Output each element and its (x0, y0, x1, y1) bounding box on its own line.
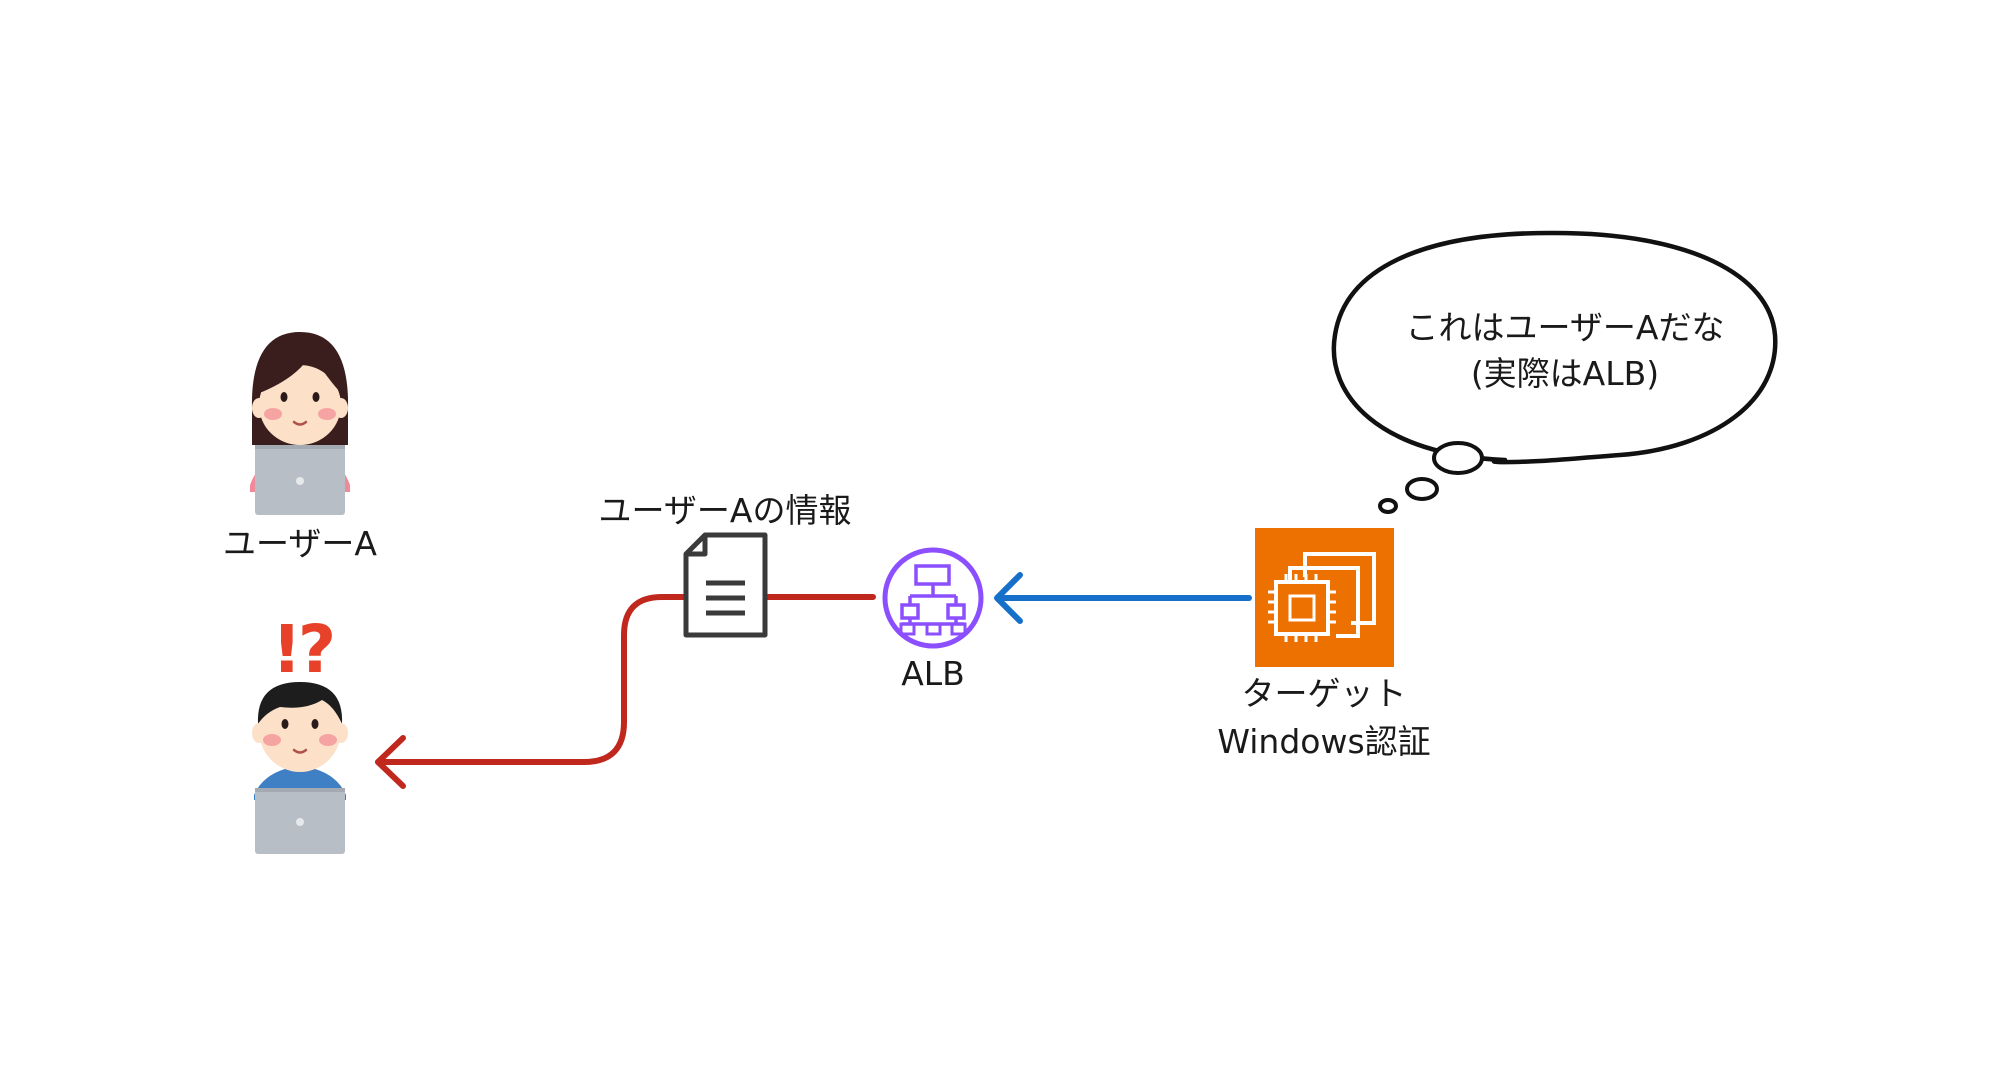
surprise-mark: !? (272, 611, 332, 688)
document-icon (683, 532, 768, 638)
load-balancer-icon (882, 547, 984, 649)
confused-man-with-laptop-icon (252, 682, 348, 854)
thought-bubble-text: これはユーザーAだな (実際はALB) (1345, 305, 1785, 397)
info-label: ユーザーAの情報 (598, 491, 852, 530)
alb-label: ALB (901, 654, 965, 693)
bubble-line-2: (実際はALB) (1470, 354, 1660, 393)
woman-with-laptop-icon (250, 332, 350, 515)
user-a-label: ユーザーA (223, 524, 377, 563)
blue-request-arrow (994, 572, 1252, 624)
thought-bubble (1331, 230, 1778, 514)
bubble-line-1: これはユーザーAだな (1405, 308, 1725, 347)
target-label-line1: ターゲット (1241, 674, 1407, 713)
red-response-arrow (375, 594, 876, 789)
ec2-instance-icon (1255, 528, 1394, 667)
target-label-line2: Windows認証 (1217, 722, 1431, 761)
